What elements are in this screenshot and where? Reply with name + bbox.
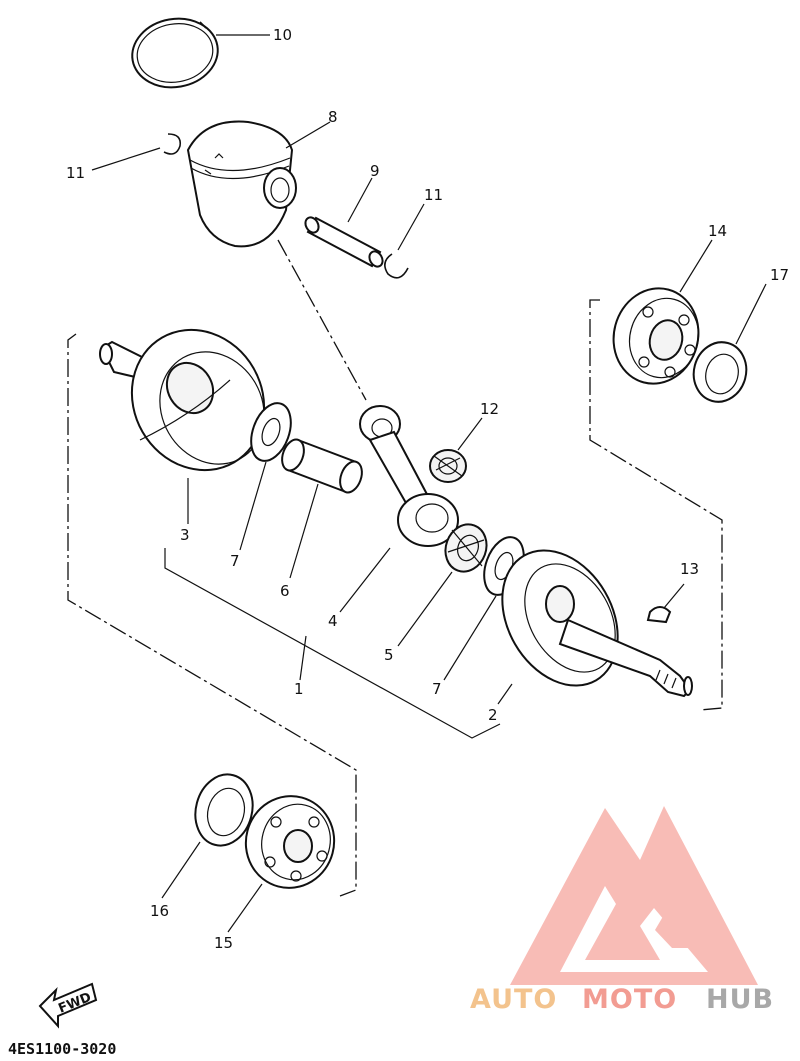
diagram-code: 4ES1100-3020: [8, 1040, 116, 1058]
woodruff-key: [646, 606, 672, 624]
big-end-bearing: [444, 523, 488, 573]
forward-arrow-icon: FWD: [38, 982, 98, 1029]
left-crankshaft-half: [99, 328, 266, 472]
part-number-1: 1: [294, 680, 304, 698]
part-number-9: 9: [370, 162, 380, 180]
part-number-13: 13: [680, 560, 699, 578]
part-number-8: 8: [328, 108, 338, 126]
part-number-10: 10: [273, 26, 292, 44]
part-number-2: 2: [488, 706, 498, 724]
part-number-5: 5: [384, 646, 394, 664]
crank-bearing-right: [612, 287, 700, 385]
piston-ring: [131, 17, 219, 89]
part-number-11-right: 11: [424, 186, 443, 204]
part-number-14: 14: [708, 222, 727, 240]
connecting-rod: [359, 405, 459, 547]
small-end-bearing: [429, 449, 467, 483]
piston: [186, 120, 297, 248]
right-crankshaft-half: [501, 549, 693, 698]
crank-bearing-left: [244, 795, 336, 889]
automotohub-logo: AUTO MOTO HUB: [470, 806, 774, 1015]
logo-hub-text: HUB: [706, 984, 774, 1015]
piston-pin: [304, 216, 384, 268]
logo-moto-text: MOTO: [582, 984, 677, 1015]
part-number-7-left: 7: [230, 552, 240, 570]
part-number-17: 17: [770, 266, 789, 284]
part-number-12: 12: [480, 400, 499, 418]
part-number-16: 16: [150, 902, 169, 920]
part-number-3: 3: [180, 526, 190, 544]
oil-seal-right: [692, 341, 748, 403]
part-number-4: 4: [328, 612, 338, 630]
part-number-15: 15: [214, 934, 233, 952]
piston-pin-clip-left: [163, 133, 182, 155]
thrust-washer-left: [250, 402, 292, 462]
logo-auto-text: AUTO: [470, 984, 557, 1015]
part-number-11-left: 11: [66, 164, 85, 182]
crank-pin: [281, 438, 363, 494]
part-number-6: 6: [280, 582, 290, 600]
piston-pin-clip-right: [384, 253, 409, 279]
part-number-7-right: 7: [432, 680, 442, 698]
oil-seal-left: [194, 773, 254, 847]
